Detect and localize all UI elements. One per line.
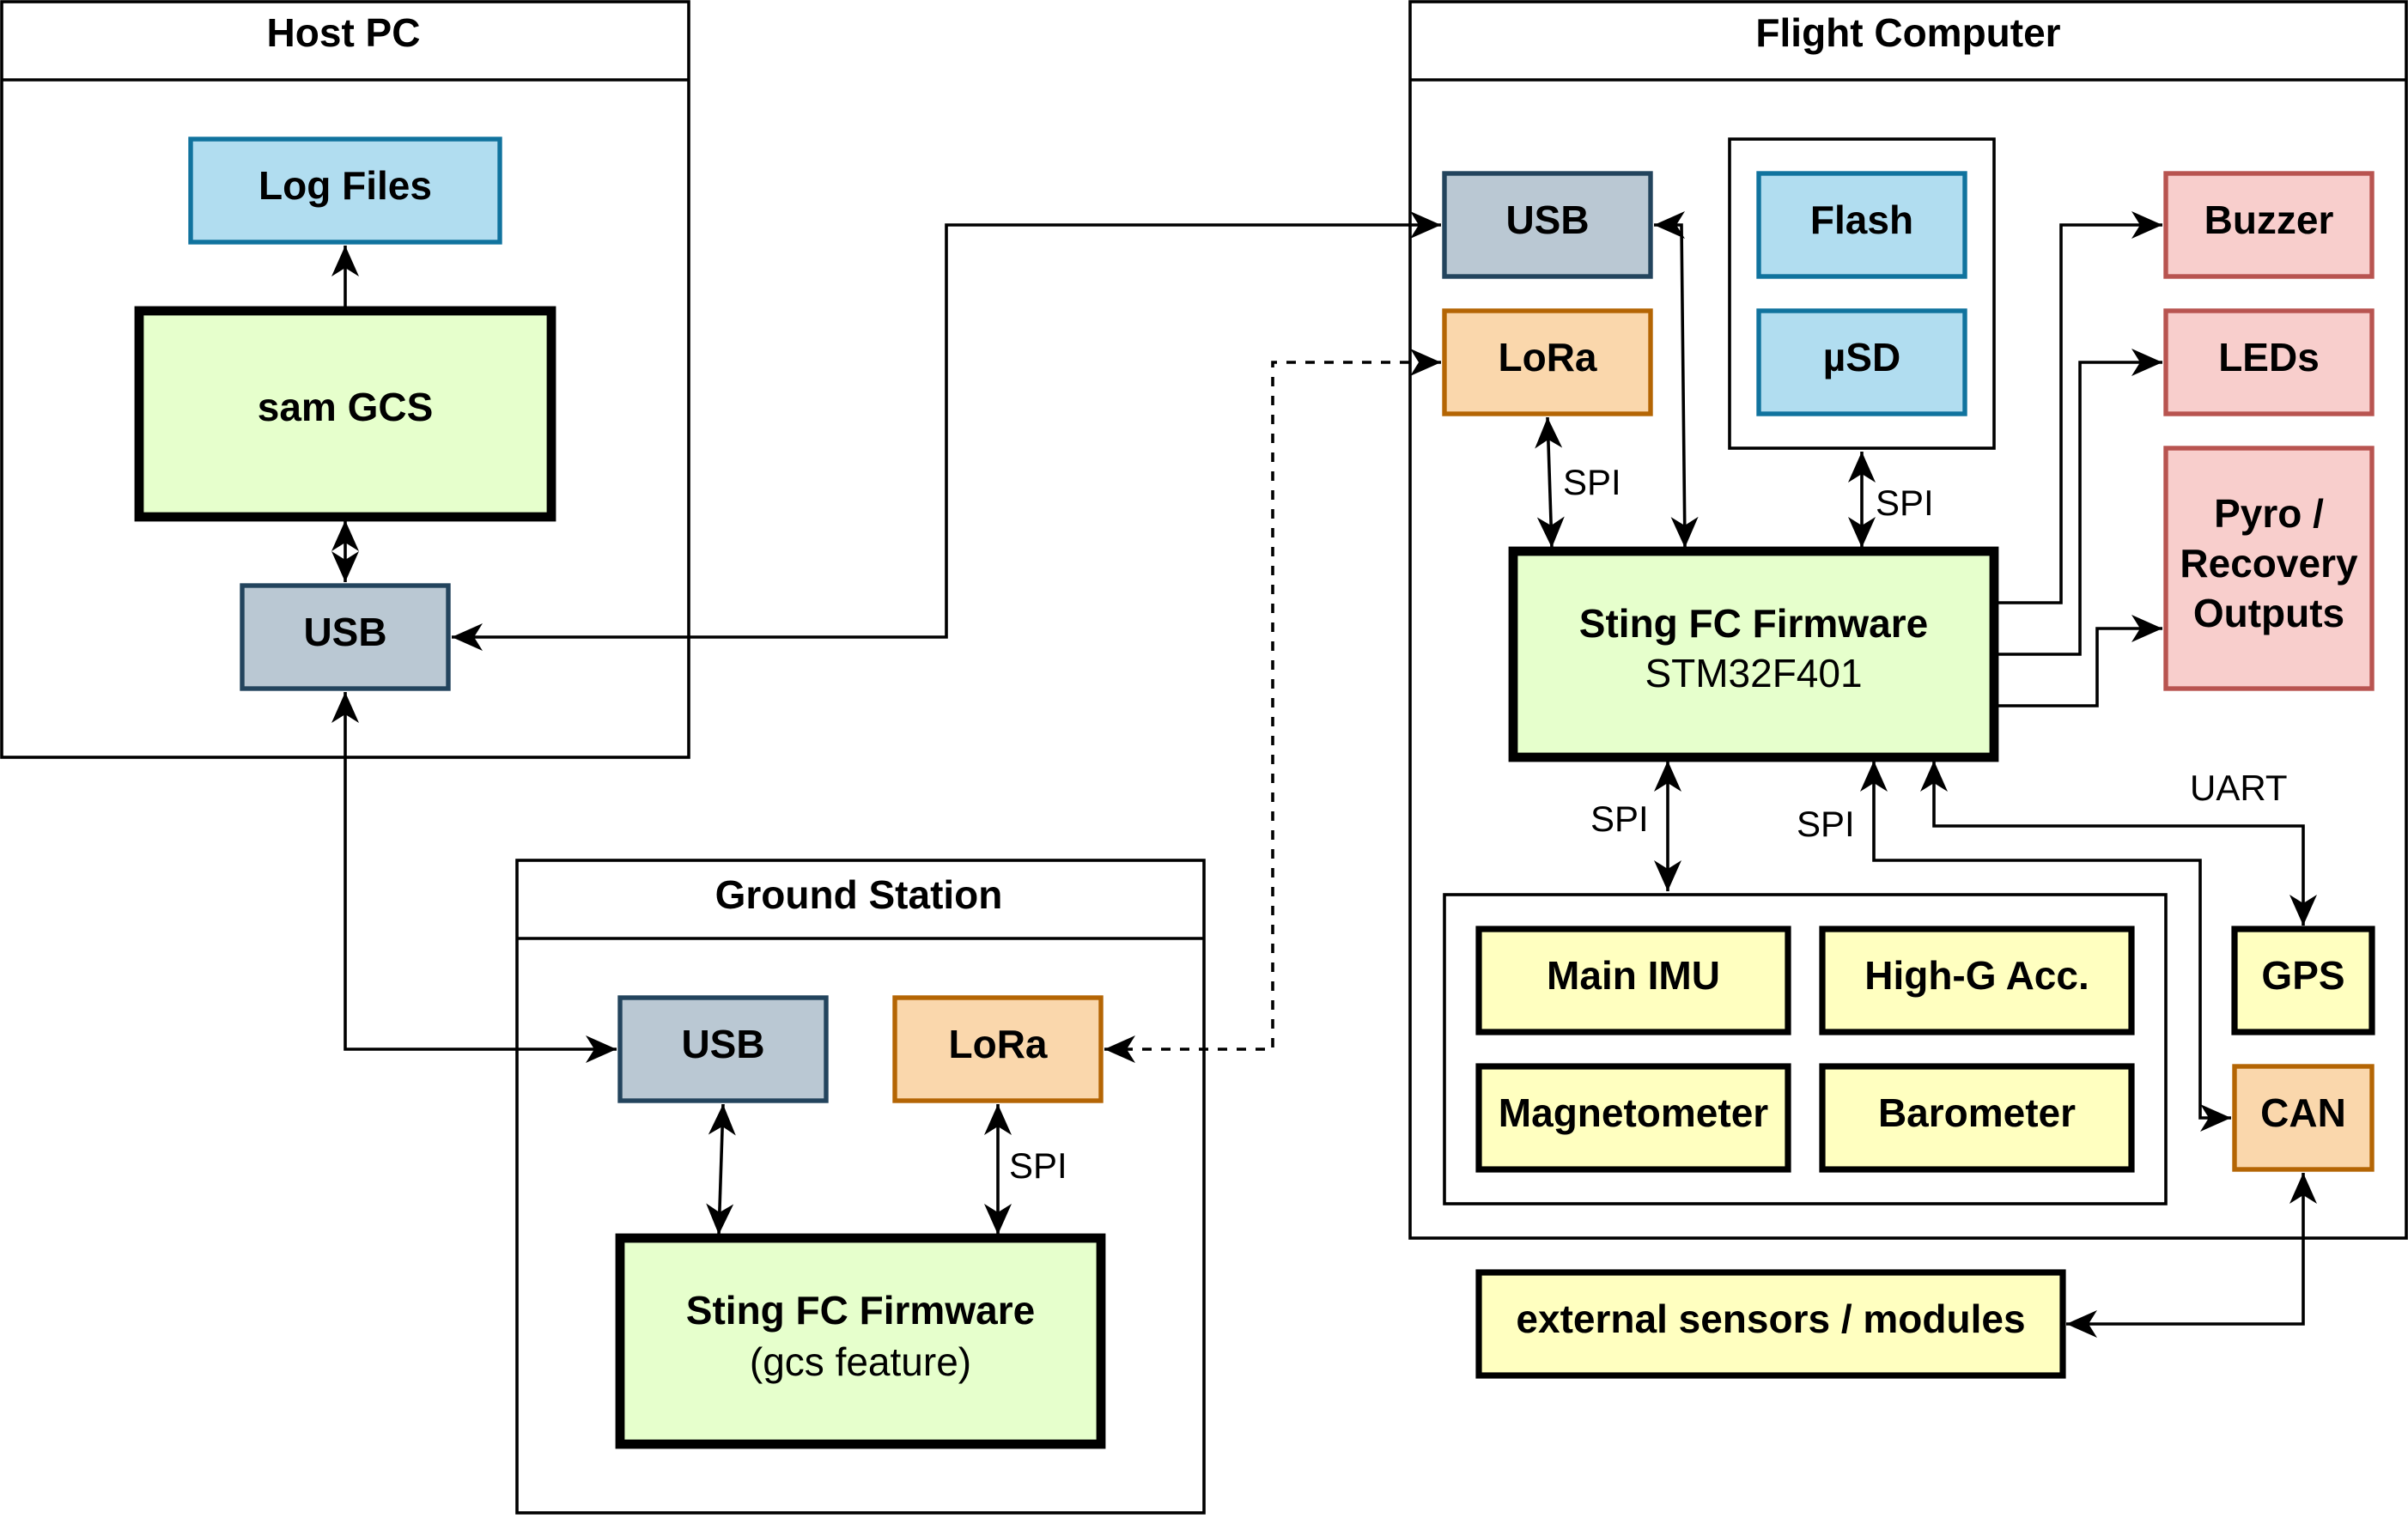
flight-computer-title: Flight Computer (1755, 10, 2060, 55)
gs-lora-label: LoRa (949, 1022, 1048, 1066)
gs-usb-box[interactable]: USB (617, 995, 829, 1103)
barometer-box[interactable]: Barometer (1819, 1063, 2135, 1173)
external-modules-box[interactable]: external sensors / modules (1475, 1269, 2066, 1379)
host-usb-gs-usb-wire (331, 692, 617, 1063)
firmware-gps-wire (1920, 761, 2317, 926)
fc-usb-firmware-arrow (1654, 211, 1699, 549)
firmware-leds-wire (1994, 349, 2162, 656)
host-pc-title: Host PC (267, 10, 421, 55)
fc-lora-firmware-arrow (1535, 416, 1565, 549)
gs-firmware-subtitle: (gcs feature) (750, 1339, 971, 1384)
fc-spi-lora-label: SPI (1563, 462, 1621, 502)
host-usb-box[interactable]: USB (240, 583, 451, 691)
fc-lora-label: LoRa (1499, 335, 1597, 380)
external-modules-label: external sensors / modules (1516, 1296, 2025, 1341)
gps-box[interactable]: GPS (2231, 926, 2375, 1035)
firmware-pyro-wire (1994, 615, 2162, 707)
magnetometer-label: Magnetometer (1499, 1090, 1768, 1135)
barometer-label: Barometer (1878, 1090, 2076, 1135)
high-g-acc-box[interactable]: High-G Acc. (1819, 926, 2135, 1035)
usd-box[interactable]: µSD (1756, 308, 1967, 416)
can-label: CAN (2260, 1090, 2346, 1135)
fc-spi-storage-label: SPI (1876, 483, 1934, 523)
can-box[interactable]: CAN (2232, 1064, 2375, 1172)
sam-gcs-box[interactable]: sam GCS (134, 306, 556, 522)
gs-usb-firmware-arrow (706, 1103, 736, 1236)
gs-lora-box[interactable]: LoRa (892, 995, 1104, 1103)
pyro-label-line2: Recovery (2180, 541, 2358, 586)
gs-spi-label: SPI (1009, 1145, 1067, 1186)
leds-label: LEDs (2218, 335, 2320, 380)
fc-lora-box[interactable]: LoRa (1442, 308, 1653, 416)
fc-firmware-subtitle: STM32F401 (1645, 651, 1862, 695)
firmware-buzzer-wire (1994, 211, 2162, 604)
flash-box[interactable]: Flash (1756, 171, 1967, 279)
gps-label: GPS (2261, 953, 2344, 998)
flash-label: Flash (1810, 197, 1913, 242)
main-imu-label: Main IMU (1547, 953, 1720, 998)
ground-station-title: Ground Station (715, 872, 1003, 917)
high-g-acc-label: High-G Acc. (1864, 953, 2089, 998)
gs-firmware-title: Sting FC Firmware (686, 1288, 1035, 1333)
usd-label: µSD (1823, 335, 1900, 380)
fc-spi-right-label: SPI (1797, 804, 1855, 844)
log-files-box[interactable]: Log Files (188, 137, 502, 245)
fc-uart-label: UART (2190, 768, 2288, 808)
buzzer-label: Buzzer (2204, 197, 2334, 242)
sam-gcs-label: sam GCS (258, 385, 434, 429)
gs-firmware-box[interactable]: Sting FC Firmware (gcs feature) (615, 1233, 1106, 1449)
pyro-label-line3: Outputs (2193, 591, 2344, 635)
pyro-outputs-box[interactable]: Pyro / Recovery Outputs (2163, 446, 2375, 691)
host-usb-fc-usb-wire (452, 211, 1441, 651)
fc-firmware-box[interactable]: Sting FC Firmware STM32F401 (1508, 546, 1999, 762)
gs-lora-fc-lora-radio-link (1104, 349, 1441, 1063)
fc-usb-box[interactable]: USB (1442, 171, 1653, 279)
leds-box[interactable]: LEDs (2163, 308, 2375, 416)
gs-usb-label: USB (681, 1022, 764, 1066)
can-external-wire (2066, 1173, 2317, 1338)
fc-spi-sensors-label: SPI (1590, 798, 1649, 839)
pyro-label-line1: Pyro / (2214, 491, 2324, 536)
buzzer-box[interactable]: Buzzer (2163, 171, 2375, 279)
fc-firmware-title: Sting FC Firmware (1579, 601, 1928, 646)
fc-usb-label: USB (1505, 197, 1589, 242)
host-usb-label: USB (303, 610, 386, 654)
main-imu-box[interactable]: Main IMU (1475, 926, 1791, 1035)
magnetometer-box[interactable]: Magnetometer (1475, 1063, 1791, 1173)
log-files-label: Log Files (258, 163, 432, 208)
